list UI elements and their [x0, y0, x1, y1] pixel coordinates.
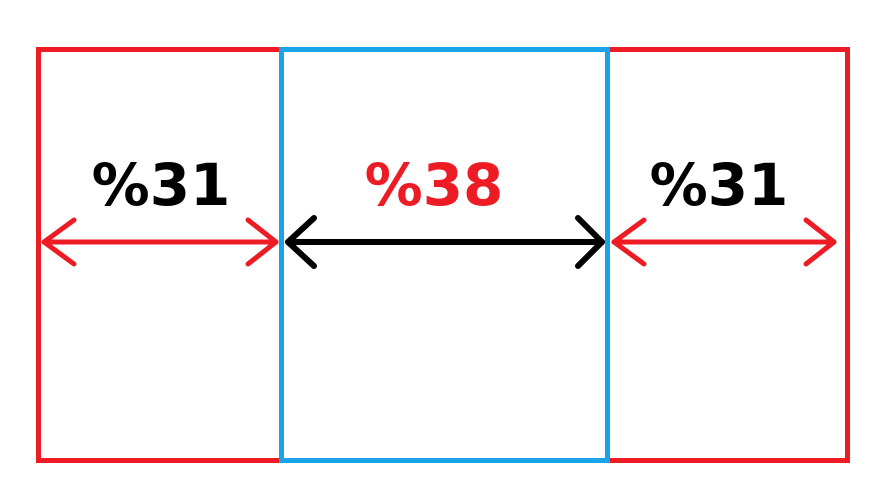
center-blue-frame [279, 47, 610, 463]
left-percentage-label: %31 [91, 151, 231, 219]
center-percentage-label: %38 [364, 151, 504, 219]
right-percentage-label: %31 [649, 151, 789, 219]
